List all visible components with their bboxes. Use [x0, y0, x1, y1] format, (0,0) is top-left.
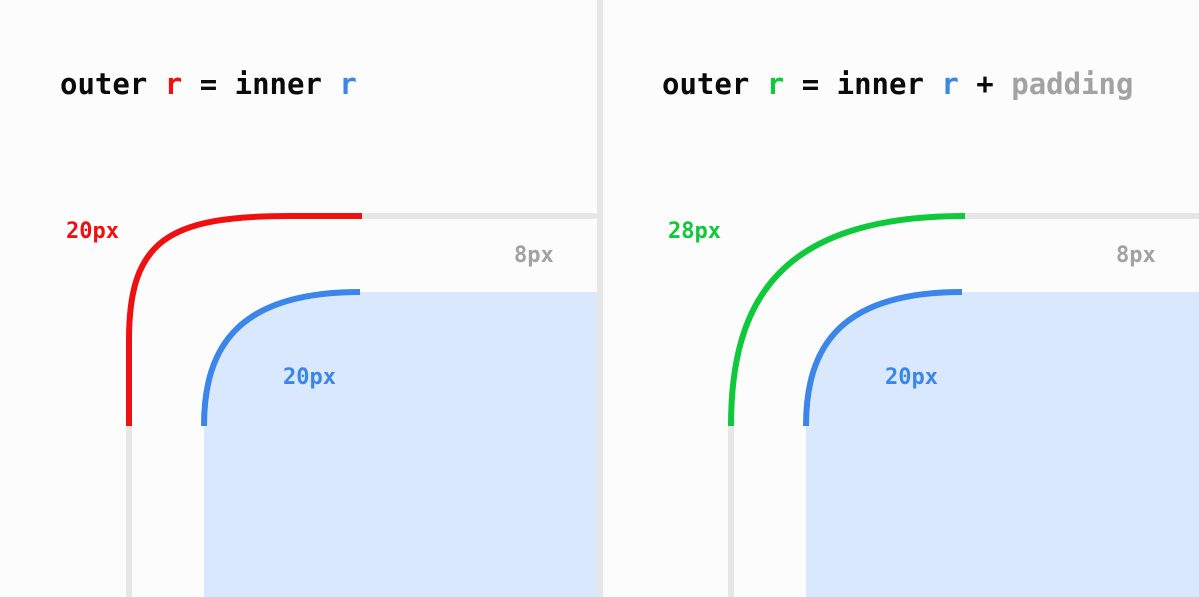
- right-outer-edge-gray: [728, 213, 1199, 597]
- right-outer-corner-arc: [728, 213, 966, 427]
- right-inner-box-fill: [806, 292, 1199, 597]
- left-padding-label: 8px: [514, 243, 554, 268]
- left-inner-radius-label: 20px: [283, 365, 336, 390]
- outer-r-symbol: r: [164, 67, 183, 101]
- right-inner-corner-arc: [803, 289, 963, 427]
- right-panel-shapes: [728, 213, 1199, 597]
- outer-r-symbol: r: [766, 67, 785, 101]
- right-padding-label: 8px: [1116, 243, 1156, 268]
- left-outer-corner-arc: [126, 213, 362, 426]
- left-outer-edge-gray: [126, 213, 598, 597]
- left-outer-radius-label: 20px: [66, 219, 119, 244]
- left-inner-box-fill: [204, 292, 598, 597]
- panel-divider: [597, 0, 603, 597]
- formula-text: = inner: [182, 67, 340, 101]
- inner-r-symbol: r: [339, 67, 357, 101]
- formula-text: +: [958, 67, 1012, 101]
- left-inner-corner-arc: [201, 289, 361, 427]
- left-panel-shapes: [126, 213, 598, 597]
- formula-text: outer: [60, 67, 165, 101]
- right-formula: outer r = inner r + padding: [662, 62, 1133, 106]
- left-formula: outer r = inner r: [60, 62, 357, 106]
- right-inner-radius-label: 20px: [885, 365, 938, 390]
- formula-text: outer: [662, 67, 767, 101]
- formula-text: = inner: [784, 67, 942, 101]
- padding-term: padding: [1011, 67, 1134, 101]
- right-outer-radius-label: 28px: [668, 219, 721, 244]
- inner-r-symbol: r: [941, 67, 959, 101]
